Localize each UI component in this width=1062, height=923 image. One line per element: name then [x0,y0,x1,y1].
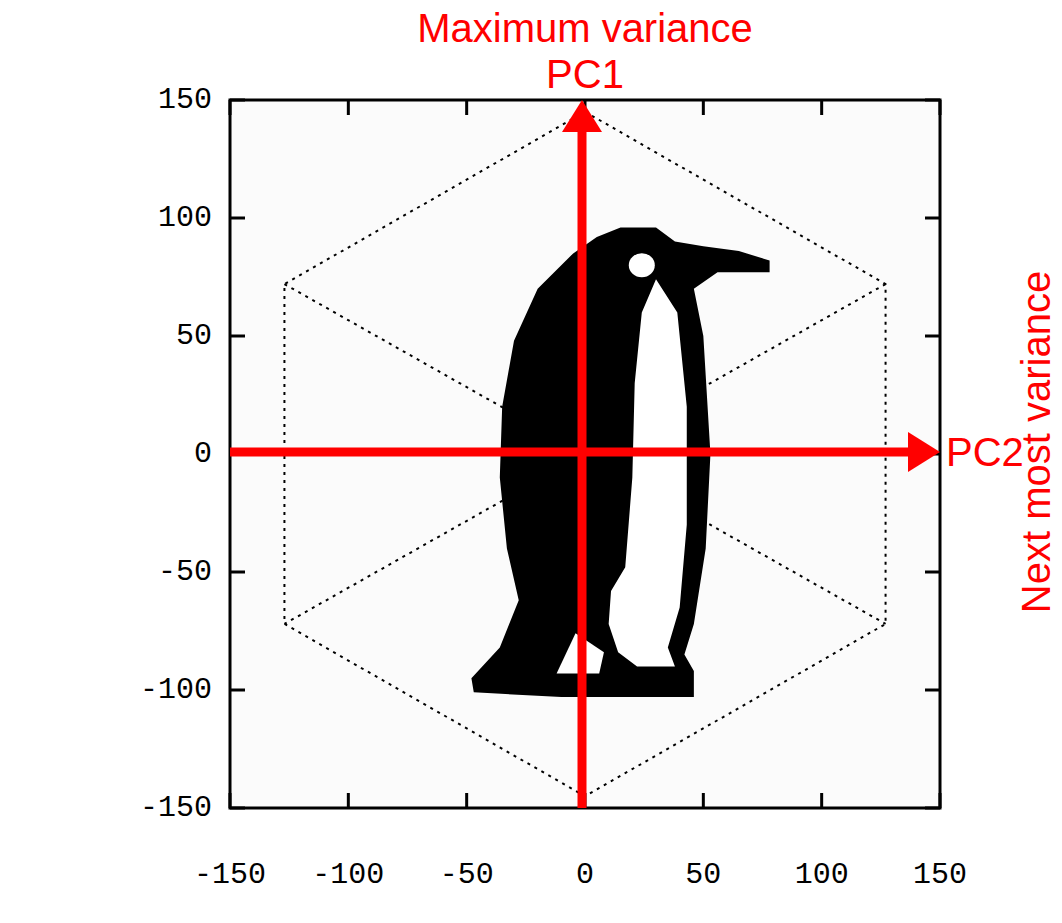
tick-label: 0 [194,439,212,469]
tick-label: 50 [176,321,212,351]
tick-label: -100 [140,675,212,705]
tick-mark [925,335,940,338]
tick-label: 150 [913,860,967,890]
tick-mark [465,100,468,115]
axis-name: PC1 [546,54,624,94]
tick-mark [229,793,232,808]
tick-mark [229,100,232,115]
tick-mark [925,571,940,574]
penguin-belly [609,279,687,666]
tick-mark [820,793,823,808]
pc1-arrowhead [562,100,602,132]
tick-mark [939,100,942,115]
tick-label: 50 [685,860,721,890]
pc2-arrowhead [908,432,940,472]
tick-mark [925,807,940,810]
tick-mark [230,571,245,574]
tick-mark [939,793,942,808]
tick-mark [230,99,245,102]
plot-area [230,100,940,808]
tick-label: -150 [140,793,212,823]
pc1-arrow [578,130,587,808]
penguin-eye [629,253,655,277]
tick-label: -100 [312,860,384,890]
tick-mark [230,689,245,692]
tick-mark [925,99,940,102]
plot-frame [230,100,940,808]
tick-label: -50 [158,557,212,587]
tick-label: -50 [440,860,494,890]
tick-mark [347,793,350,808]
axis-title: Maximum variance [417,8,753,48]
tick-label: -150 [194,860,266,890]
tick-mark [230,335,245,338]
tick-mark [702,793,705,808]
tick-mark [702,100,705,115]
tick-mark [925,217,940,220]
penguin-body [471,227,769,697]
tick-mark [925,689,940,692]
tick-label: 0 [576,860,594,890]
axis-name: PC2 [946,432,1024,472]
tick-label: 100 [158,203,212,233]
tick-mark [820,100,823,115]
pc2-arrow [230,448,910,457]
tick-mark [465,793,468,808]
tick-mark [230,217,245,220]
tick-label: 100 [795,860,849,890]
tick-label: 150 [158,85,212,115]
tick-mark [230,807,245,810]
tick-mark [347,100,350,115]
